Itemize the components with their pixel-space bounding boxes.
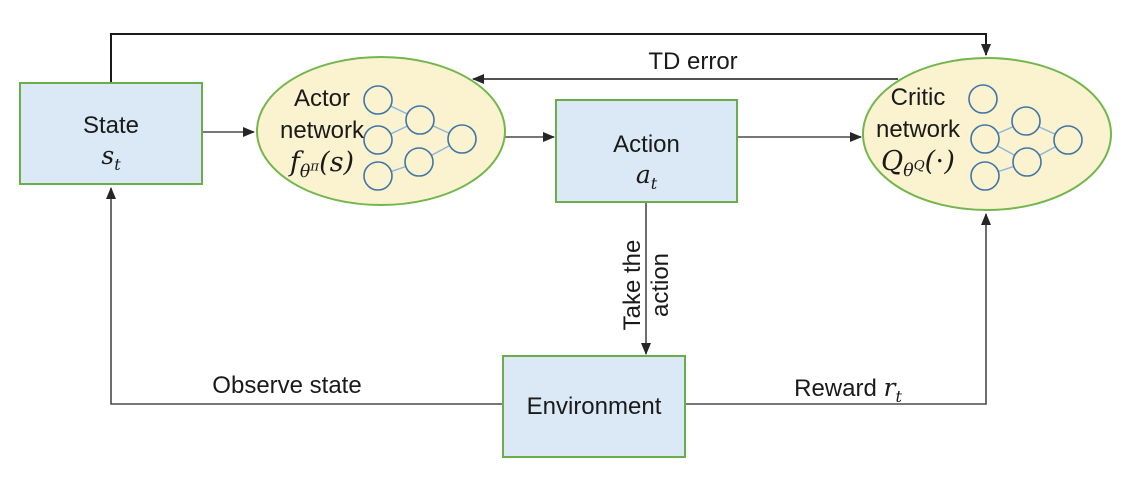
- state-label-text: State: [82, 111, 140, 139]
- actor-label-line2: network: [279, 117, 365, 144]
- take-action-label-line1: Take the: [619, 239, 646, 331]
- environment-label: Environment: [503, 356, 685, 457]
- critic-label: Critic network QθQ(⋅): [848, 82, 988, 182]
- state-math: st: [101, 140, 121, 174]
- action-math: at: [635, 160, 658, 193]
- reward-math: rt: [883, 373, 902, 406]
- actor-neural-network-icon: [363, 85, 477, 191]
- actor-label: Actor network fθπ(s): [252, 83, 392, 183]
- critic-math: QθQ(⋅): [881, 146, 955, 182]
- state-to-critic-loop-arrow: [110, 33, 991, 83]
- action-label-text: Action: [613, 131, 680, 158]
- reward-label: Reward rt: [758, 373, 938, 406]
- reward-label-text: Reward: [794, 375, 877, 402]
- action-label: Action at: [556, 100, 737, 202]
- action-box: [555, 99, 738, 203]
- take-action-label-line2: action: [647, 252, 674, 318]
- environment-box: [502, 355, 686, 458]
- critic-label-line1: Critic: [890, 84, 946, 111]
- take-action-label: Take the action: [619, 240, 675, 331]
- td-error-label: TD error: [648, 48, 738, 75]
- environment-label-text: Environment: [526, 392, 662, 420]
- observe-state-label: Observe state: [212, 372, 362, 399]
- state-label: State st: [20, 83, 202, 184]
- actor-label-line1: Actor: [293, 85, 350, 112]
- state-box: [19, 82, 203, 185]
- critic-label-line2: network: [875, 116, 961, 143]
- actor-math: fθπ(s): [289, 147, 355, 183]
- environment-to-state-arrow: [106, 187, 503, 405]
- environment-to-critic-arrow: [685, 213, 991, 405]
- critic-neural-network-icon: [968, 84, 1083, 191]
